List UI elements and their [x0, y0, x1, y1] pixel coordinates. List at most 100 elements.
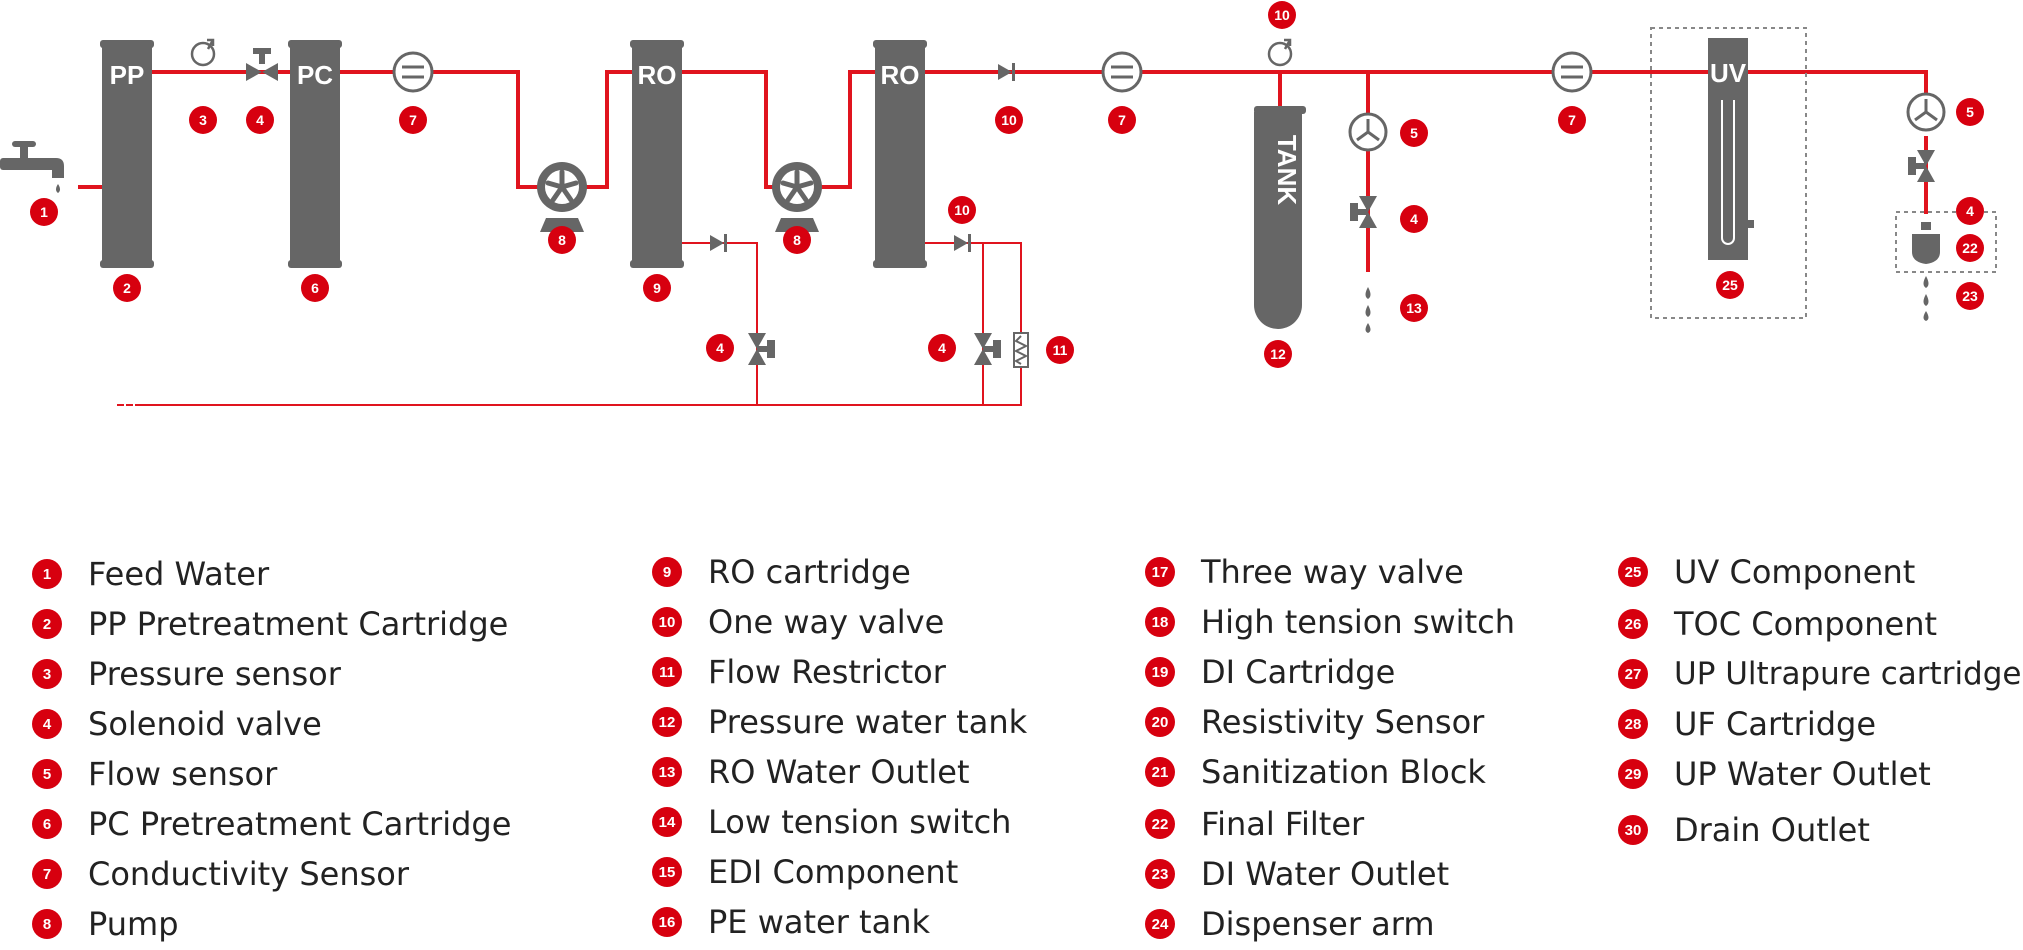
faucet-icon	[0, 141, 64, 193]
legend-label: Flow sensor	[88, 755, 278, 793]
legend-number: 28	[1618, 709, 1648, 739]
legend-label: Solenoid valve	[88, 705, 322, 743]
legend-label: UV Component	[1674, 553, 1916, 591]
legend-label: PP Pretreatment Cartridge	[88, 605, 509, 643]
pressure-sensor-icon	[190, 38, 216, 67]
legend-number: 9	[652, 557, 682, 587]
callout-marker: 23	[1956, 282, 1984, 310]
legend-number: 22	[1145, 809, 1175, 839]
svg-text:11: 11	[1053, 342, 1068, 358]
callout-marker: 6	[301, 274, 329, 302]
legend-label: Resistivity Sensor	[1201, 703, 1485, 741]
legend-label: High tension switch	[1201, 603, 1515, 641]
pp-label: PP	[110, 60, 145, 90]
di-outlet-drops-icon	[1923, 276, 1929, 321]
legend-label: Sanitization Block	[1201, 753, 1486, 791]
legend-number: 8	[32, 909, 62, 939]
svg-text:4: 4	[1410, 211, 1418, 227]
callout-marker: 8	[548, 226, 576, 254]
legend-label: EDI Component	[708, 853, 959, 891]
legend-number: 2	[32, 609, 62, 639]
conductivity-sensor-icon	[392, 51, 434, 93]
legend-item: 14 Low tension switch	[652, 800, 1011, 844]
legend-label: Low tension switch	[708, 803, 1012, 841]
legend-number: 6	[32, 809, 62, 839]
legend-item: 19 DI Cartridge	[1145, 650, 1395, 694]
legend-number: 19	[1145, 657, 1175, 687]
svg-text:8: 8	[793, 232, 801, 248]
legend-number: 21	[1145, 757, 1175, 787]
legend-label: Feed Water	[88, 555, 270, 593]
legend-label: Pressure water tank	[708, 703, 1028, 741]
flow-sensor-icon	[1906, 92, 1946, 132]
callout-marker: 25	[1716, 271, 1744, 299]
callout-marker: 7	[1558, 106, 1586, 134]
callout-marker: 10	[995, 106, 1023, 134]
legend-item: 10 One way valve	[652, 600, 944, 644]
callout-marker: 12	[1264, 340, 1292, 368]
svg-text:10: 10	[1001, 112, 1017, 128]
legend-item: 30 Drain Outlet	[1618, 808, 1870, 852]
legend-label: UP Water Outlet	[1674, 755, 1931, 793]
uv-component: UV	[1650, 27, 1807, 319]
svg-text:4: 4	[1966, 203, 1974, 219]
conductivity-sensor-icon	[1551, 51, 1593, 93]
svg-text:5: 5	[1966, 104, 1974, 120]
legend-item: 28 UF Cartridge	[1618, 702, 1876, 746]
legend-label: Drain Outlet	[1674, 811, 1870, 849]
callout-marker: 4	[246, 106, 274, 134]
legend-label: Pump	[88, 905, 179, 943]
callout-marker: 5	[1400, 119, 1428, 147]
svg-text:25: 25	[1722, 277, 1738, 293]
svg-text:3: 3	[199, 112, 207, 128]
legend-label: RO Water Outlet	[708, 753, 970, 791]
flow-sensor-icon	[1348, 112, 1388, 152]
legend-label: Conductivity Sensor	[88, 855, 409, 893]
one-way-valve-icon	[998, 63, 1015, 81]
svg-text:1: 1	[40, 204, 48, 220]
legend-item: 20 Resistivity Sensor	[1145, 700, 1484, 744]
pump-icon	[772, 162, 822, 232]
callout-marker: 8	[783, 226, 811, 254]
callout-marker: 1	[30, 198, 58, 226]
legend-number: 23	[1145, 859, 1175, 889]
legend-label: One way valve	[708, 603, 945, 641]
water-purification-flow-diagram: PP PC RO RO TANK UV	[0, 1, 1997, 406]
legend-number: 30	[1618, 815, 1648, 845]
legend-item: 8 Pump	[32, 902, 179, 946]
ro-label-1: RO	[638, 60, 677, 90]
svg-text:4: 4	[716, 340, 724, 356]
legend-number: 25	[1618, 557, 1648, 587]
svg-text:7: 7	[409, 112, 417, 128]
legend-label: UF Cartridge	[1674, 705, 1877, 743]
legend-label: DI Cartridge	[1201, 653, 1396, 691]
conductivity-sensor-icon	[1101, 51, 1143, 93]
callout-marker: 5	[1956, 98, 1984, 126]
legend-number: 18	[1145, 607, 1175, 637]
legend-item: 18 High tension switch	[1145, 600, 1515, 644]
callout-marker: 11	[1046, 336, 1074, 364]
legend-number: 20	[1145, 707, 1175, 737]
callout-marker: 22	[1956, 234, 1984, 262]
callout-marker: 4	[928, 334, 956, 362]
legend-label: DI Water Outlet	[1201, 855, 1450, 893]
drain-lines	[139, 242, 1022, 406]
callout-marker: 7	[1108, 106, 1136, 134]
tank-label: TANK	[1272, 135, 1302, 206]
legend-number: 10	[652, 607, 682, 637]
legend-number: 14	[652, 807, 682, 837]
solenoid-valve-icon	[1350, 196, 1377, 228]
legend-number: 1	[32, 559, 62, 589]
uv-label: UV	[1710, 58, 1747, 88]
